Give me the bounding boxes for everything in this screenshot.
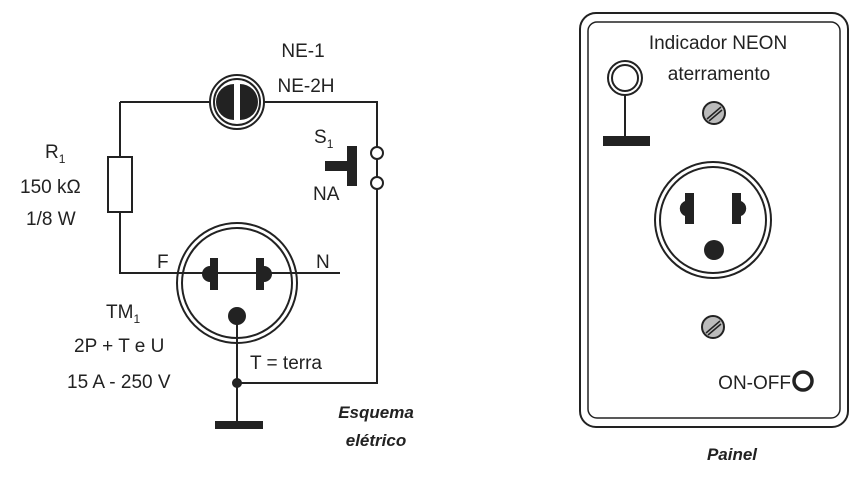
switch-label-sub: 1: [327, 137, 334, 151]
schematic-caption-line1: Esquema: [338, 403, 414, 422]
socket-rating: 15 A - 250 V: [67, 372, 171, 393]
resistor-value: 150 kΩ: [20, 177, 81, 198]
panel: [579, 12, 849, 428]
switch-label-main: S: [314, 127, 327, 148]
socket-label: TM1: [106, 302, 140, 326]
on-off-switch-icon: [792, 370, 814, 392]
neutral-label: N: [316, 252, 330, 273]
neon-lamp-symbol: [209, 74, 265, 130]
socket-symbol: [176, 222, 298, 344]
resistor-label-sub: 1: [59, 152, 66, 166]
neon-indicator: [603, 60, 650, 146]
panel-outer-frame: [579, 12, 849, 428]
screw-top-icon: [702, 101, 726, 125]
socket-type: 2P + T e U: [74, 336, 164, 357]
lamp-type: NE-2H: [277, 76, 334, 97]
lamp-label: NE-1: [281, 41, 324, 62]
panel-title: Indicador NEON: [649, 33, 787, 54]
wires: [119, 101, 378, 425]
resistor-label: R1: [45, 142, 66, 166]
panel-inner-frame: [587, 21, 841, 419]
switch-symbol: [325, 146, 384, 190]
ground-label: T = terra: [250, 353, 322, 374]
switch-label: S1: [314, 127, 334, 151]
socket-outlet: [654, 161, 772, 279]
switch-type: NA: [313, 184, 340, 205]
screw-bottom-icon: [701, 315, 725, 339]
indicator-label: aterramento: [668, 64, 770, 85]
junction-dot: [232, 378, 242, 388]
resistor-symbol: [107, 156, 133, 213]
schematic: [107, 74, 384, 429]
resistor-label-main: R: [45, 142, 59, 163]
on-off-label: ON-OFF: [718, 373, 791, 394]
ground-symbol: [215, 421, 263, 429]
socket-label-main: TM: [106, 302, 133, 323]
schematic-caption-line2: elétrico: [346, 431, 406, 450]
panel-caption: Painel: [707, 445, 758, 464]
resistor-power: 1/8 W: [26, 209, 76, 230]
phase-label: F: [157, 252, 169, 273]
socket-label-sub: 1: [133, 312, 140, 326]
